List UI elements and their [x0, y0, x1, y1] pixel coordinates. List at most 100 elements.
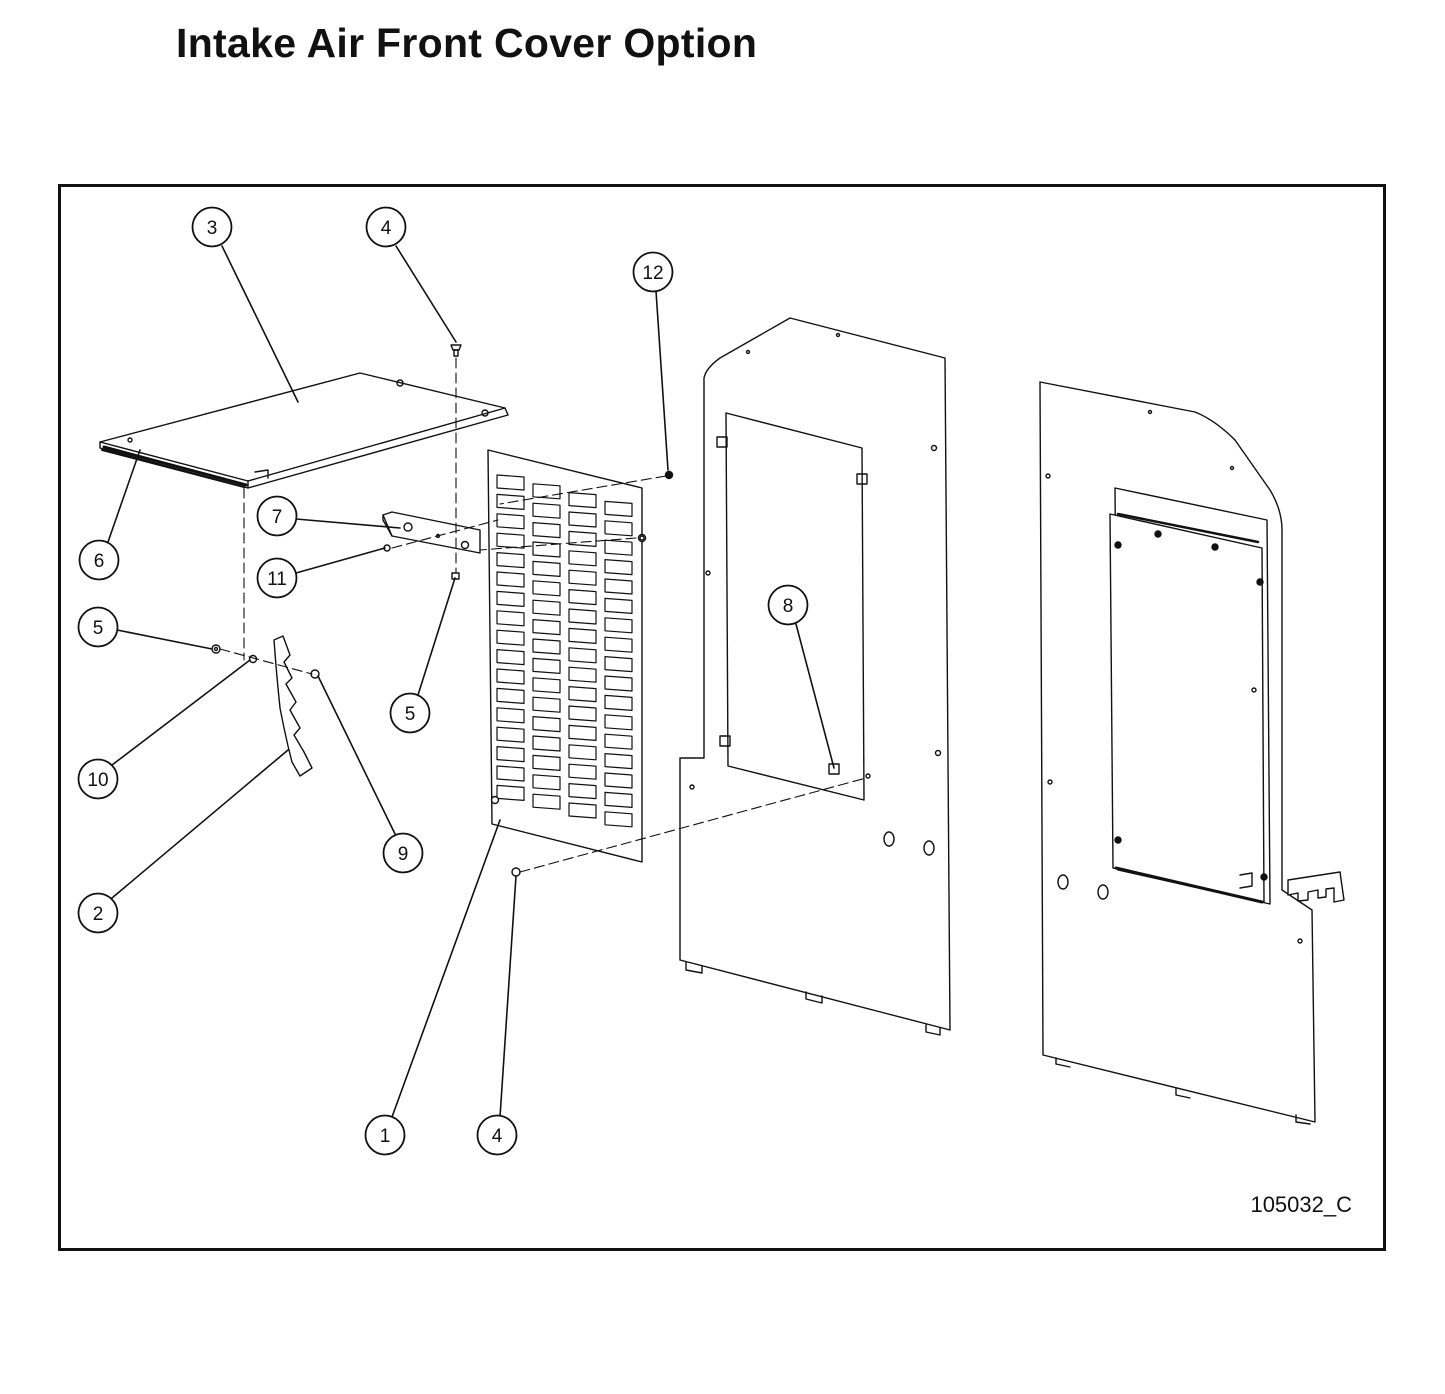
- callout-bubbles: 3 4 12 7 6 11 5 8: [77, 206, 809, 1156]
- grille-slot: [568, 589, 597, 606]
- grille-slot: [496, 474, 525, 491]
- callout-1: 1: [364, 1114, 406, 1156]
- svg-text:2: 2: [93, 904, 104, 925]
- page-title: Intake Air Front Cover Option: [176, 20, 758, 66]
- grille-slot: [568, 627, 597, 644]
- grille-slot: [604, 791, 633, 808]
- grille-slots: [496, 474, 633, 828]
- svg-text:5: 5: [93, 618, 104, 639]
- grille-slot: [496, 513, 525, 530]
- grille-slot: [496, 726, 525, 743]
- callout-4-bottom: 4: [476, 1114, 518, 1156]
- grille-slot: [568, 550, 597, 567]
- grille-slot: [604, 520, 633, 537]
- grille-slot: [496, 493, 525, 510]
- grille-slot: [532, 638, 561, 655]
- grille-slot: [604, 539, 633, 556]
- grille-slot: [496, 765, 525, 782]
- grille-slot: [496, 610, 525, 627]
- grille-slot: [604, 675, 633, 692]
- grille-slot: [532, 774, 561, 791]
- callout-leaders: [107, 245, 835, 1118]
- grille-slot: [604, 811, 633, 828]
- grille-slot: [496, 668, 525, 685]
- grille-slot: [568, 608, 597, 625]
- callout-2: 2: [77, 892, 119, 934]
- grille-slot: [496, 629, 525, 646]
- grille-slot: [568, 511, 597, 528]
- grille-slot: [568, 569, 597, 586]
- grille-slot: [532, 580, 561, 597]
- svg-text:3: 3: [207, 218, 218, 239]
- callout-10: 10: [77, 758, 119, 800]
- grille-slot: [568, 705, 597, 722]
- svg-text:10: 10: [87, 770, 108, 791]
- assembly-guide-lines: [219, 357, 867, 873]
- grille-slot: [604, 559, 633, 576]
- grille-slot: [532, 560, 561, 577]
- svg-text:1: 1: [380, 1126, 391, 1147]
- callout-4-top: 4: [365, 206, 407, 248]
- svg-text:6: 6: [94, 551, 105, 572]
- diagram-frame: [58, 184, 1386, 1251]
- grille-slot: [604, 656, 633, 673]
- grille-slot: [532, 541, 561, 558]
- grille-slot: [532, 735, 561, 752]
- grille-slot: [568, 763, 597, 780]
- grille-slot: [496, 532, 525, 549]
- figure-id: 105032_C: [1250, 1192, 1352, 1217]
- grille-slot: [568, 530, 597, 547]
- grille-slot: [496, 649, 525, 666]
- grille-slot: [496, 746, 525, 763]
- grille-slot: [568, 686, 597, 703]
- grille-slot: [496, 687, 525, 704]
- grille-slot: [496, 571, 525, 588]
- grille-slot: [496, 707, 525, 724]
- rear-mounting-panel: [1039, 381, 1345, 1125]
- svg-text:8: 8: [783, 596, 794, 617]
- grille-slot: [532, 754, 561, 771]
- latch-strip: [273, 635, 313, 777]
- grille-slot: [568, 802, 597, 819]
- grille-slot: [604, 714, 633, 731]
- svg-text:4: 4: [381, 218, 392, 239]
- middle-mounting-panel: [679, 317, 951, 1036]
- grille-slot: [604, 500, 633, 517]
- cover-edge-strip: [101, 449, 245, 488]
- grille-slot: [568, 666, 597, 683]
- grille-slot: [496, 552, 525, 569]
- callout-5-mid: 5: [389, 692, 431, 734]
- grille-slot: [604, 617, 633, 634]
- callout-12: 12: [632, 251, 674, 293]
- top-cover-panel: [99, 372, 509, 489]
- svg-text:7: 7: [272, 507, 283, 528]
- grille-slot: [532, 657, 561, 674]
- grille-slot: [532, 619, 561, 636]
- grille-slot: [604, 753, 633, 770]
- callout-9: 9: [382, 832, 424, 874]
- grille-slot: [604, 597, 633, 614]
- hardware-fasteners: [211, 344, 674, 877]
- grille-slot: [532, 696, 561, 713]
- grille-slot: [568, 744, 597, 761]
- grille-slot: [568, 647, 597, 664]
- grille-slot: [604, 694, 633, 711]
- grille-slot: [532, 483, 561, 500]
- grille-slot: [532, 502, 561, 519]
- callout-7: 7: [256, 495, 298, 537]
- svg-text:11: 11: [267, 569, 287, 590]
- svg-text:9: 9: [398, 844, 409, 865]
- callout-11: 11: [256, 557, 298, 599]
- grille-slot: [532, 793, 561, 810]
- intake-grille-panel: [487, 449, 647, 863]
- grille-slot: [604, 578, 633, 595]
- svg-text:4: 4: [492, 1126, 503, 1147]
- grille-slot: [568, 724, 597, 741]
- grille-slot: [532, 677, 561, 694]
- grille-slot: [604, 636, 633, 653]
- grille-slot: [568, 492, 597, 509]
- grille-slot: [496, 784, 525, 801]
- callout-5-left: 5: [77, 606, 119, 648]
- svg-text:12: 12: [642, 263, 663, 284]
